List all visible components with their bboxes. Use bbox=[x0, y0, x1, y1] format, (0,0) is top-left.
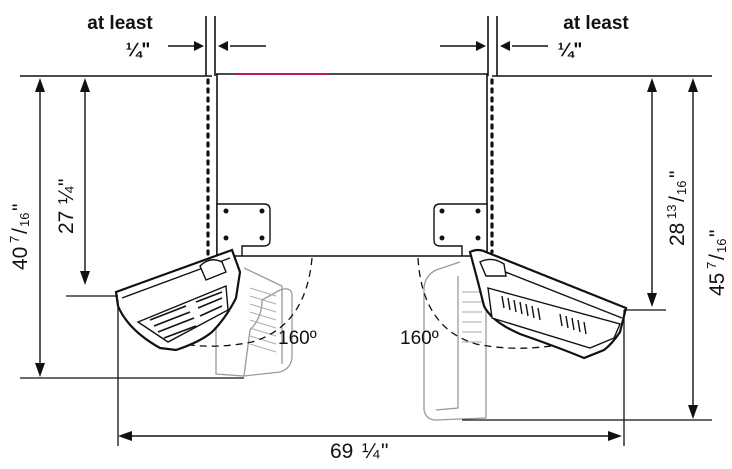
total-depth-whole: 45 bbox=[706, 273, 729, 296]
left-clearance-label-line2: ¼" bbox=[126, 40, 151, 61]
depth-doors-closed-frac-num: 7 bbox=[7, 236, 22, 243]
depth-doors-closed-label: 40 7 / 16 " bbox=[7, 204, 32, 270]
right-door-depth-frac-num: 13 bbox=[664, 205, 679, 219]
right-clearance-arrows bbox=[440, 41, 548, 51]
width-open-whole: 69 bbox=[330, 440, 353, 463]
right-door-depth-frac-den: 16 bbox=[674, 181, 689, 195]
left-door-depth-whole: 27 bbox=[55, 211, 78, 234]
total-depth-label: 45 7 / 16 " bbox=[704, 230, 729, 296]
depth-doors-closed-frac-slash: / bbox=[9, 228, 32, 234]
left-door-angle-label: 160º bbox=[278, 328, 317, 349]
left-clearance-arrows bbox=[168, 41, 266, 51]
width-open-frac: ¼ bbox=[362, 440, 380, 463]
dimension-lines bbox=[35, 78, 698, 441]
left-wall bbox=[205, 16, 216, 76]
total-depth-frac-slash: / bbox=[706, 254, 729, 260]
left-door-depth-unit: " bbox=[55, 179, 78, 186]
depth-doors-closed-frac-den: 16 bbox=[17, 213, 32, 227]
extension-lines bbox=[20, 295, 712, 446]
swing-arcs bbox=[155, 257, 601, 349]
left-door-depth-label: 27 ¼ " bbox=[55, 179, 78, 234]
top-reference-lines bbox=[20, 73, 712, 77]
left-hinge-bracket bbox=[216, 203, 271, 257]
right-wall bbox=[487, 16, 498, 76]
depth-doors-closed-unit: " bbox=[9, 204, 32, 211]
total-depth-frac-num: 7 bbox=[704, 262, 719, 269]
right-door-depth-whole: 28 bbox=[666, 223, 689, 246]
left-clearance-label-line1: at least bbox=[87, 13, 153, 34]
right-door-depth-unit: " bbox=[666, 171, 689, 178]
left-door-depth-frac: ¼ bbox=[55, 186, 78, 204]
left-door-bin-ghost bbox=[215, 260, 293, 377]
right-door-depth-frac-slash: / bbox=[666, 196, 689, 202]
left-open-door bbox=[114, 248, 242, 352]
dotted-side-lines bbox=[206, 78, 494, 256]
right-hinge-bracket bbox=[433, 203, 488, 257]
right-clearance-label-line1: at least bbox=[563, 13, 629, 34]
right-open-door bbox=[468, 248, 628, 360]
depth-doors-closed-whole: 40 bbox=[9, 247, 32, 270]
width-open-label: 69 ¼ " bbox=[330, 440, 388, 463]
width-open-unit: " bbox=[381, 440, 388, 463]
right-door-angle-label: 160º bbox=[400, 328, 439, 349]
total-depth-unit: " bbox=[706, 230, 729, 237]
total-depth-frac-den: 16 bbox=[714, 239, 729, 253]
right-door-bin-ghost bbox=[423, 261, 487, 421]
right-clearance-label-line2: ¼" bbox=[558, 40, 583, 61]
right-door-depth-label: 28 13 / 16 " bbox=[664, 171, 689, 246]
